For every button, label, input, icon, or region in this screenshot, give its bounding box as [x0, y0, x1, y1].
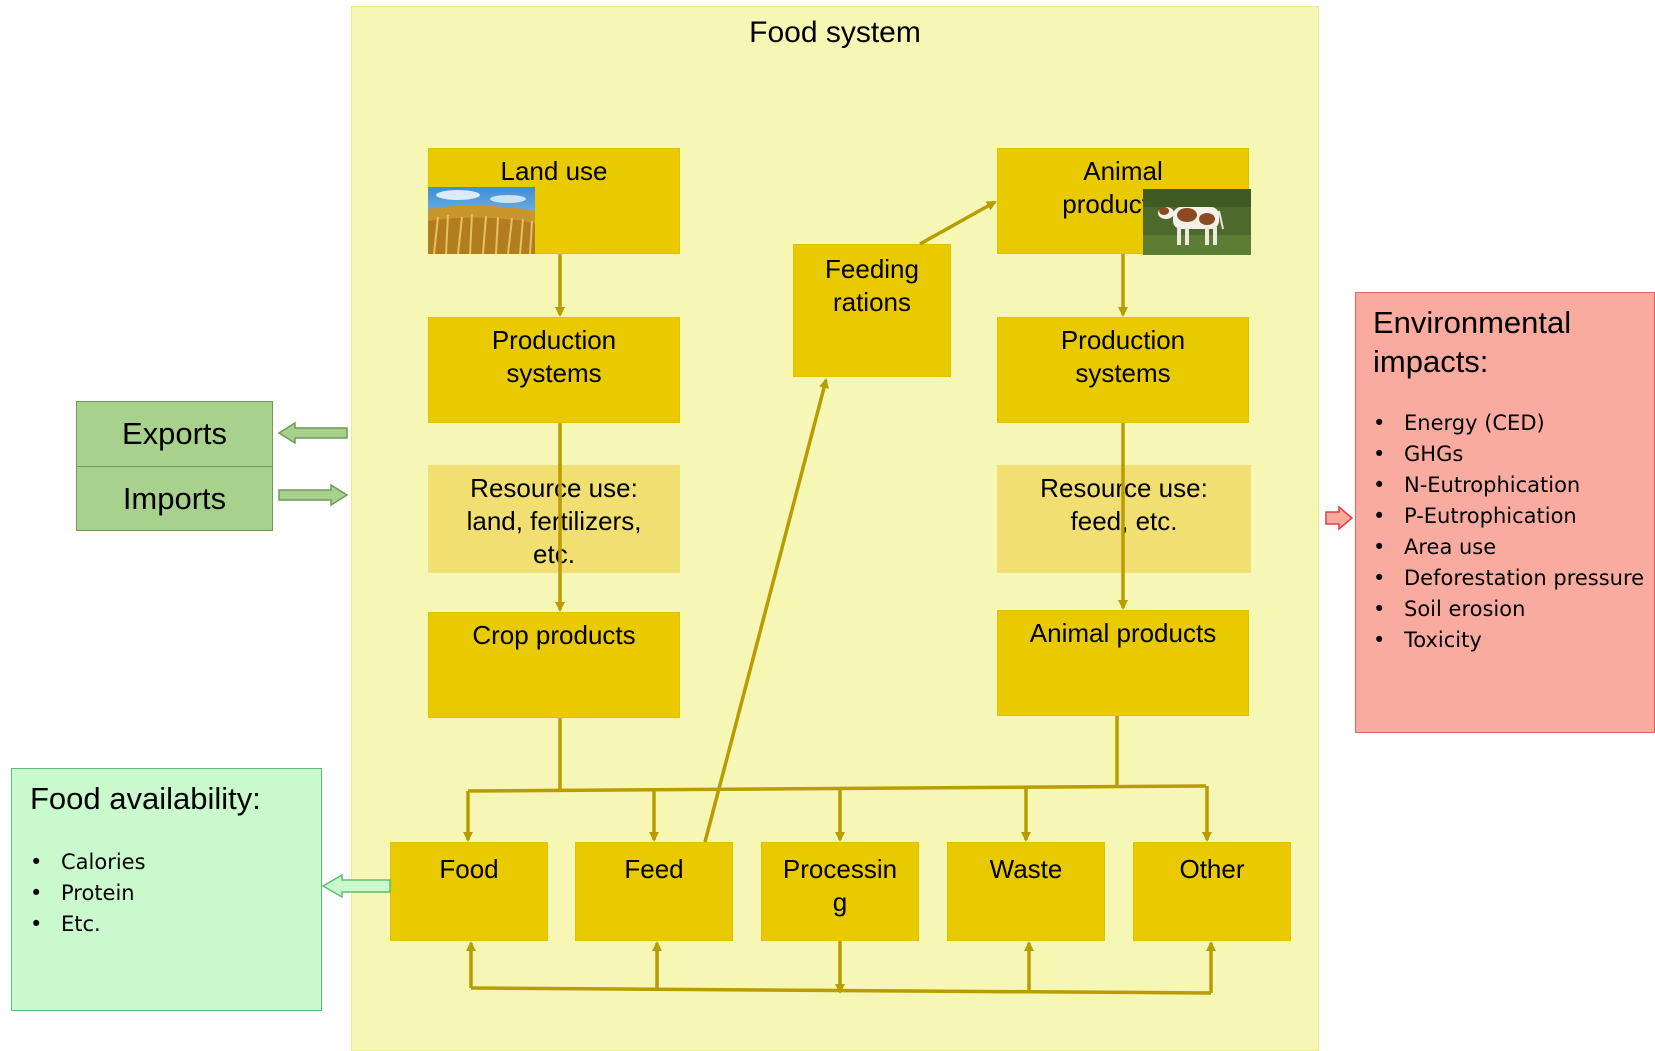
- node-feeding-rations: Feeding rations: [793, 244, 951, 377]
- imports-arrow-icon: [278, 483, 349, 507]
- list-item: •Etc.: [30, 909, 321, 940]
- wheat-field-photo: [428, 187, 535, 254]
- node-land-use-label: Land use: [500, 156, 608, 186]
- imports-box: Imports: [76, 466, 273, 531]
- exports-box: Exports: [76, 401, 273, 467]
- node-crop-products-label: Crop products: [472, 620, 636, 650]
- node-use-other: Other: [1133, 842, 1291, 941]
- food-availability-list: •Calories •Protein •Etc.: [30, 847, 321, 940]
- bullet-icon: •: [1373, 535, 1386, 559]
- bullet-icon: •: [30, 881, 43, 905]
- node-crop-production-systems: Production systems: [428, 317, 680, 423]
- list-item: •Deforestation pressure: [1373, 563, 1654, 594]
- list-item: •Calories: [30, 847, 321, 878]
- food-availability-title: Food availability:: [30, 781, 261, 816]
- node-animal-resource-use-label: Resource use: feed, etc.: [1040, 473, 1208, 536]
- bullet-icon: •: [1373, 566, 1386, 590]
- node-use-processing: Processin g: [761, 842, 919, 941]
- bullet-icon: •: [30, 850, 43, 874]
- exports-arrow-icon: [277, 421, 348, 445]
- node-crop-resource-use-label: Resource use: land, fertilizers, etc.: [466, 473, 642, 569]
- bullet-icon: •: [1373, 597, 1386, 621]
- node-crop-resource-use: Resource use: land, fertilizers, etc.: [428, 465, 680, 573]
- environmental-impacts-arrow-icon: [1325, 505, 1354, 531]
- node-animal-resource-use: Resource use: feed, etc.: [997, 465, 1251, 573]
- node-crop-products: Crop products: [428, 612, 680, 718]
- node-animal-products: Animal products: [997, 610, 1249, 716]
- list-item: •P-Eutrophication: [1373, 501, 1654, 532]
- node-use-processing-label: Processin g: [782, 854, 898, 917]
- bullet-icon: •: [1373, 473, 1386, 497]
- list-item: •N-Eutrophication: [1373, 470, 1654, 501]
- list-item: •Area use: [1373, 532, 1654, 563]
- node-use-food-label: Food: [439, 854, 499, 884]
- environmental-impacts-panel: Environmental impacts: •Energy (CED) •GH…: [1355, 292, 1655, 733]
- node-feeding-rations-label: Feeding rations: [825, 254, 919, 317]
- cow-photo: [1143, 189, 1251, 255]
- bullet-icon: •: [1373, 442, 1386, 466]
- node-use-waste: Waste: [947, 842, 1105, 941]
- list-item: •Energy (CED): [1373, 408, 1654, 439]
- list-item: •Soil erosion: [1373, 594, 1654, 625]
- node-use-waste-label: Waste: [989, 854, 1063, 884]
- food-availability-panel: Food availability: •Calories •Protein •E…: [11, 768, 322, 1011]
- exports-label: Exports: [121, 416, 228, 451]
- list-item: •GHGs: [1373, 439, 1654, 470]
- node-use-other-label: Other: [1179, 854, 1245, 884]
- list-item: •Toxicity: [1373, 625, 1654, 656]
- bullet-icon: •: [1373, 628, 1386, 652]
- environmental-impacts-list: •Energy (CED) •GHGs •N-Eutrophication •P…: [1373, 408, 1654, 656]
- node-animal-production-systems: Production systems: [997, 317, 1249, 423]
- bullet-icon: •: [1373, 504, 1386, 528]
- list-item: •Protein: [30, 878, 321, 909]
- bullet-icon: •: [30, 912, 43, 936]
- food-system-title: Food system: [749, 16, 921, 49]
- node-use-feed-label: Feed: [624, 854, 684, 884]
- node-animal-products-label: Animal products: [1029, 618, 1217, 648]
- node-use-food: Food: [390, 842, 548, 941]
- imports-label: Imports: [122, 481, 227, 516]
- environmental-impacts-title: Environmental impacts:: [1373, 305, 1572, 379]
- node-use-feed: Feed: [575, 842, 733, 941]
- node-animal-production-systems-label: Production systems: [1060, 325, 1186, 388]
- node-crop-production-systems-label: Production systems: [491, 325, 617, 388]
- bullet-icon: •: [1373, 411, 1386, 435]
